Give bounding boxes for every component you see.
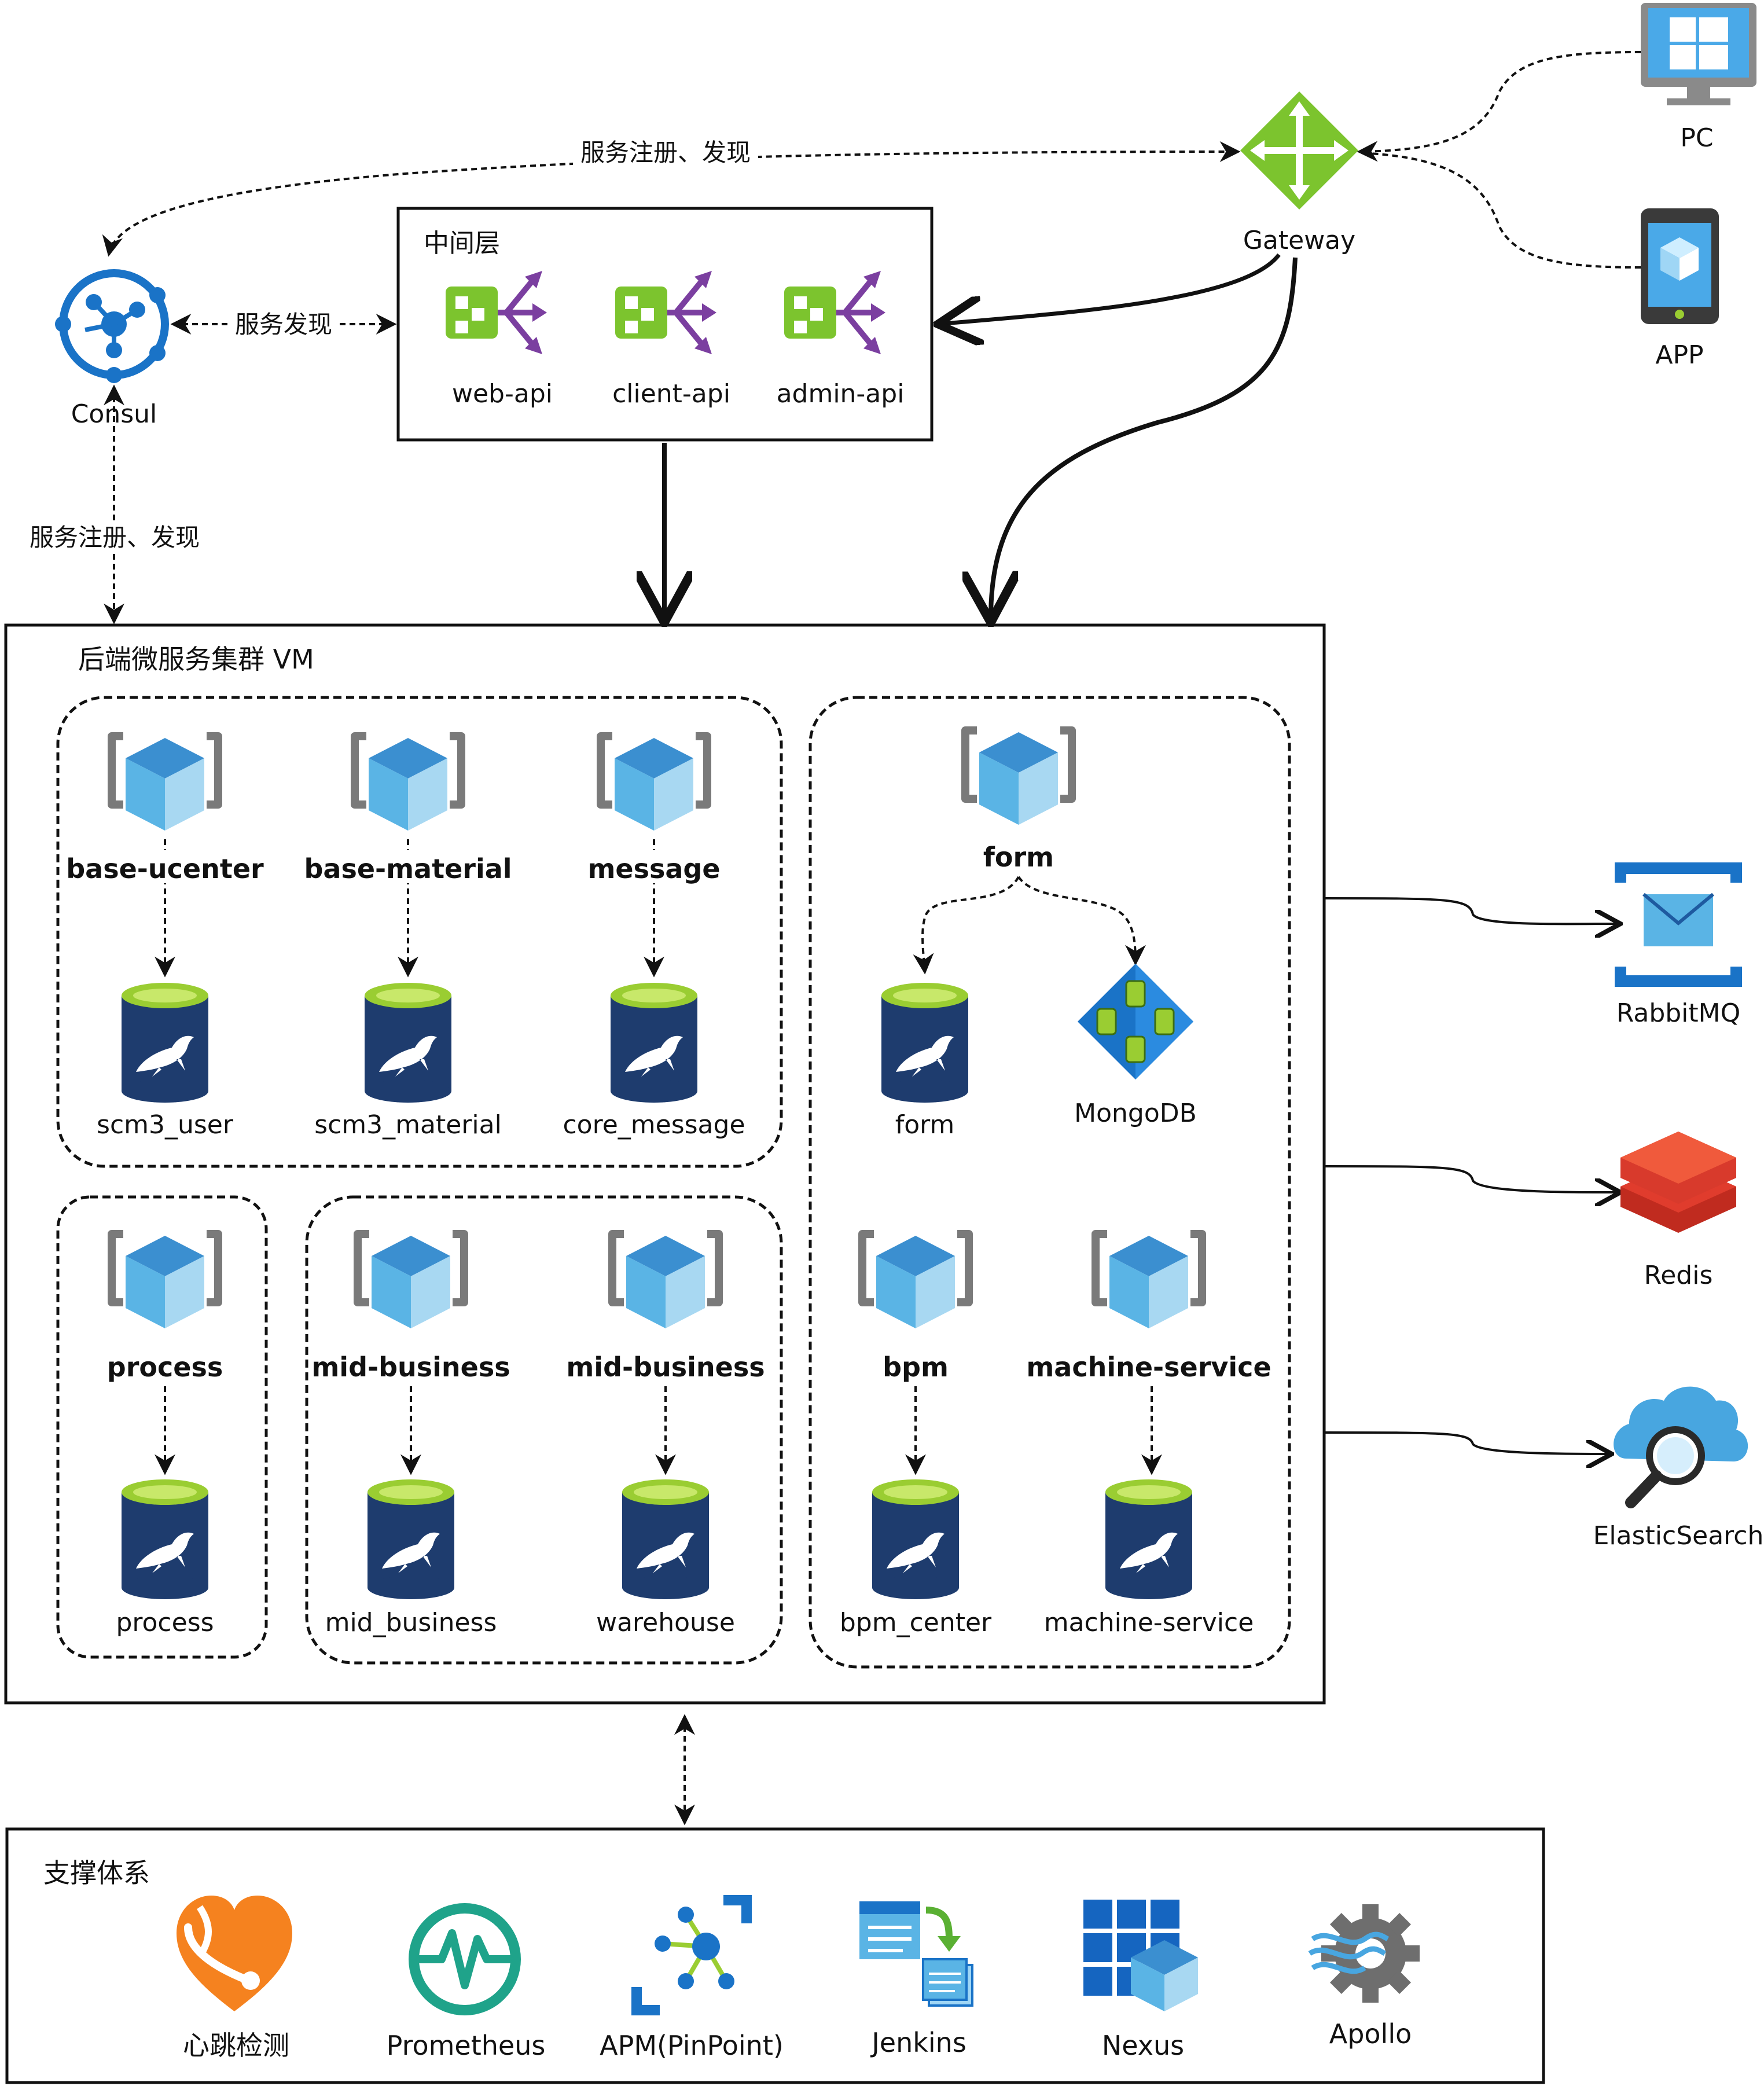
service-message-icon xyxy=(601,736,707,831)
service-mid-business-1-label: mid-business xyxy=(311,1352,510,1383)
service-base-material-icon xyxy=(355,736,461,831)
service-message-label: message xyxy=(587,853,720,884)
mobile-app-icon xyxy=(1641,208,1719,324)
service-base-material-label: base-material xyxy=(304,853,512,884)
service-form-label: form xyxy=(983,842,1054,873)
jenkins-icon xyxy=(859,1901,973,2007)
edge-cluster-rabbitmq xyxy=(1325,897,1620,924)
group-mid-business-services xyxy=(305,1195,783,1665)
db-scm3-user-label: scm3_user xyxy=(97,1110,234,1140)
edge-label-discover: 服务发现 xyxy=(235,310,332,339)
redis-icon xyxy=(1620,1132,1736,1233)
db-scm3-user-icon xyxy=(122,983,208,1103)
db-process-label: process xyxy=(116,1608,214,1637)
apm-icon xyxy=(631,1895,752,2015)
rabbitmq-label: RabbitMQ xyxy=(1616,998,1741,1028)
db-mongodb-label: MongoDB xyxy=(1074,1099,1197,1128)
edge-consul-gateway xyxy=(102,141,1241,257)
admin-api-label: admin-api xyxy=(777,379,905,409)
tool-nexus-label: Nexus xyxy=(1102,2030,1184,2061)
mongodb-icon xyxy=(1078,964,1193,1079)
service-mid-business-2-label: mid-business xyxy=(566,1352,765,1383)
support-title: 支撑体系 xyxy=(43,1857,150,1889)
apollo-icon xyxy=(1308,1904,1420,2003)
cluster-title: 后端微服务集群 VM xyxy=(78,644,314,675)
db-machine-service-label: machine-service xyxy=(1044,1608,1254,1637)
service-bpm-icon xyxy=(862,1234,969,1328)
gateway-icon xyxy=(1240,91,1358,210)
elasticsearch-label: ElasticSearch xyxy=(1593,1521,1764,1551)
admin-api-icon xyxy=(784,271,885,354)
db-bpm-center-label: bpm_center xyxy=(840,1608,992,1637)
tool-heartbeat-label: 心跳检测 xyxy=(183,2030,289,2061)
group-process-service xyxy=(56,1195,268,1659)
tool-apollo-label: Apollo xyxy=(1329,2018,1412,2050)
elasticsearch-icon xyxy=(1614,1386,1748,1508)
db-form-label: form xyxy=(895,1110,955,1140)
service-base-ucenter-icon xyxy=(112,736,218,831)
edge-pc-gateway xyxy=(1357,51,1641,162)
db-warehouse-icon xyxy=(622,1479,709,1599)
edge-gateway-middle xyxy=(938,253,1281,324)
edge-gateway-cluster xyxy=(991,257,1298,622)
edge-label-register-top: 服务注册、发现 xyxy=(580,138,751,167)
pc-icon xyxy=(1641,3,1756,105)
edge-form-mongodb xyxy=(1017,876,1146,966)
web-api-icon xyxy=(446,271,547,354)
support-box xyxy=(5,1827,1545,2084)
db-machine-service-icon xyxy=(1105,1479,1192,1599)
service-base-ucenter-label: base-ucenter xyxy=(66,853,264,884)
service-process-label: process xyxy=(107,1352,223,1383)
service-mid-business-2-icon xyxy=(612,1234,719,1328)
middle-layer-box xyxy=(396,207,934,442)
consul-icon xyxy=(55,269,169,383)
edge-app-gateway xyxy=(1358,152,1641,269)
nexus-icon xyxy=(1083,1900,1198,2011)
tool-jenkins-label: Jenkins xyxy=(870,2027,966,2058)
db-mid-business-icon xyxy=(368,1479,454,1599)
client-api-label: client-api xyxy=(612,379,730,409)
edge-cluster-redis xyxy=(1325,1165,1620,1192)
db-mid-business-label: mid_business xyxy=(325,1608,497,1637)
service-bpm-label: bpm xyxy=(883,1352,949,1383)
db-form-icon xyxy=(881,983,968,1103)
prometheus-icon xyxy=(409,1903,521,2015)
heartbeat-icon xyxy=(177,1896,292,2011)
service-machine-service-label: machine-service xyxy=(1026,1352,1271,1383)
app-label: APP xyxy=(1655,340,1703,370)
db-scm3-material-label: scm3_material xyxy=(314,1110,502,1140)
group-form-bpm-services xyxy=(808,696,1291,1669)
edge-label-register-left: 服务注册、发现 xyxy=(30,523,200,552)
service-mid-business-1-icon xyxy=(358,1234,464,1328)
db-process-icon xyxy=(122,1479,208,1599)
pc-label: PC xyxy=(1680,123,1713,153)
service-machine-service-icon xyxy=(1096,1234,1202,1328)
consul-label: Consul xyxy=(71,399,157,429)
tool-apm-label: APM(PinPoint) xyxy=(600,2030,784,2061)
db-bpm-center-icon xyxy=(872,1479,959,1599)
group-base-services xyxy=(56,696,783,1168)
client-api-icon xyxy=(615,271,716,354)
edge-form-db xyxy=(913,876,1020,975)
db-core-message-label: core_message xyxy=(563,1110,745,1140)
db-core-message-icon xyxy=(611,983,697,1103)
service-form-icon xyxy=(965,730,1072,825)
service-process-icon xyxy=(112,1234,218,1328)
redis-label: Redis xyxy=(1644,1261,1713,1290)
tool-prometheus-label: Prometheus xyxy=(387,2030,546,2061)
gateway-label: Gateway xyxy=(1243,226,1355,255)
db-warehouse-label: warehouse xyxy=(596,1608,735,1637)
web-api-label: web-api xyxy=(452,379,553,409)
rabbitmq-icon xyxy=(1615,862,1742,987)
db-scm3-material-icon xyxy=(365,983,451,1103)
edge-cluster-elasticsearch xyxy=(1325,1431,1612,1454)
middle-layer-title: 中间层 xyxy=(424,229,500,258)
cluster-box xyxy=(4,623,1326,1705)
